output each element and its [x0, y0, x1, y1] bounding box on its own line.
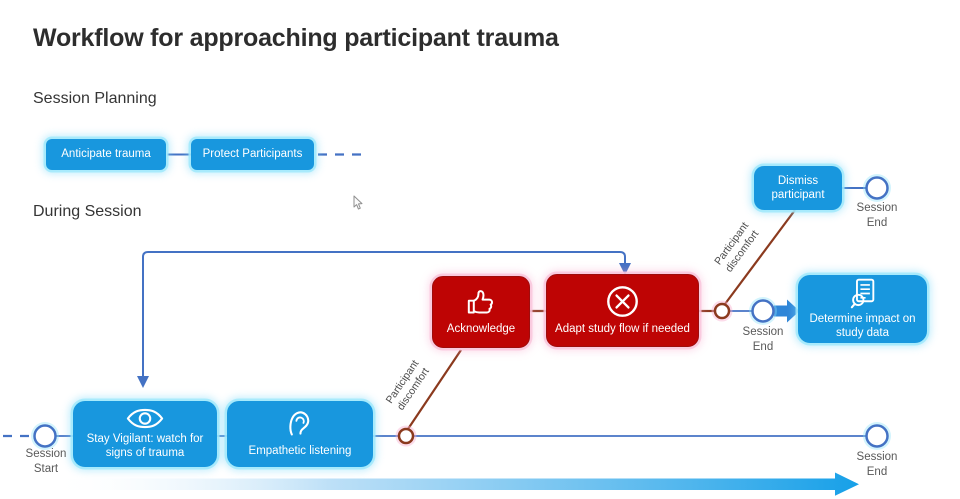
session-end-label-right: Session End	[856, 451, 898, 478]
connector-discomfort-bottom	[407, 349, 462, 430]
box-determine-impact: Determine impact on study data	[798, 275, 927, 343]
block-arrow-determine	[774, 299, 800, 323]
box-protect-label: Protect Participants	[202, 148, 303, 161]
session-end-circle-top	[865, 176, 889, 200]
box-protect-participants: Protect Participants	[191, 139, 314, 170]
box-anticipate-label: Anticipate trauma	[61, 148, 151, 161]
box-vigilant-label: Stay Vigilant: watch for signs of trauma	[86, 432, 204, 459]
box-anticipate-trauma: Anticipate trauma	[46, 139, 166, 170]
box-determine-label: Determine impact on study data	[809, 312, 916, 339]
discomfort-node-top	[713, 302, 731, 320]
ear-icon	[289, 411, 310, 436]
arrowhead-to-adapt	[619, 263, 631, 275]
connector-discomfort-top	[724, 209, 796, 305]
section-during-session: During Session	[33, 203, 142, 220]
timeline-gradient-arrow	[48, 472, 859, 496]
session-end-label-top: Session End	[856, 202, 898, 229]
session-start-circle	[33, 424, 57, 448]
box-acknowledge: Acknowledge	[432, 276, 530, 348]
connector-loop-elbow	[142, 251, 626, 377]
box-dismiss-label: Dismiss participant	[771, 174, 825, 201]
eye-icon	[126, 408, 164, 428]
page-title: Workflow for approaching participant tra…	[33, 24, 559, 52]
box-empathetic-label: Empathetic listening	[248, 444, 352, 457]
session-start-label: Session Start	[25, 448, 67, 475]
discomfort-node-bottom	[397, 427, 415, 445]
box-dismiss-participant: Dismiss participant	[754, 166, 842, 210]
session-end-circle-mid	[751, 299, 775, 323]
box-stay-vigilant: Stay Vigilant: watch for signs of trauma	[73, 401, 217, 467]
session-end-label-mid: Session End	[742, 326, 784, 353]
mouse-cursor	[353, 195, 363, 210]
session-end-circle-right	[865, 424, 889, 448]
section-session-planning: Session Planning	[33, 90, 157, 107]
box-adapt-label: Adapt study flow if needed	[555, 322, 690, 335]
circle-x-icon	[607, 285, 638, 317]
box-adapt-study-flow: Adapt study flow if needed	[546, 274, 699, 347]
box-empathetic-listening: Empathetic listening	[227, 401, 373, 467]
thumbs-up-icon	[467, 289, 493, 314]
box-acknowledge-label: Acknowledge	[446, 322, 516, 335]
arrowhead-to-vigilant	[137, 376, 149, 388]
document-search-icon	[850, 278, 874, 308]
